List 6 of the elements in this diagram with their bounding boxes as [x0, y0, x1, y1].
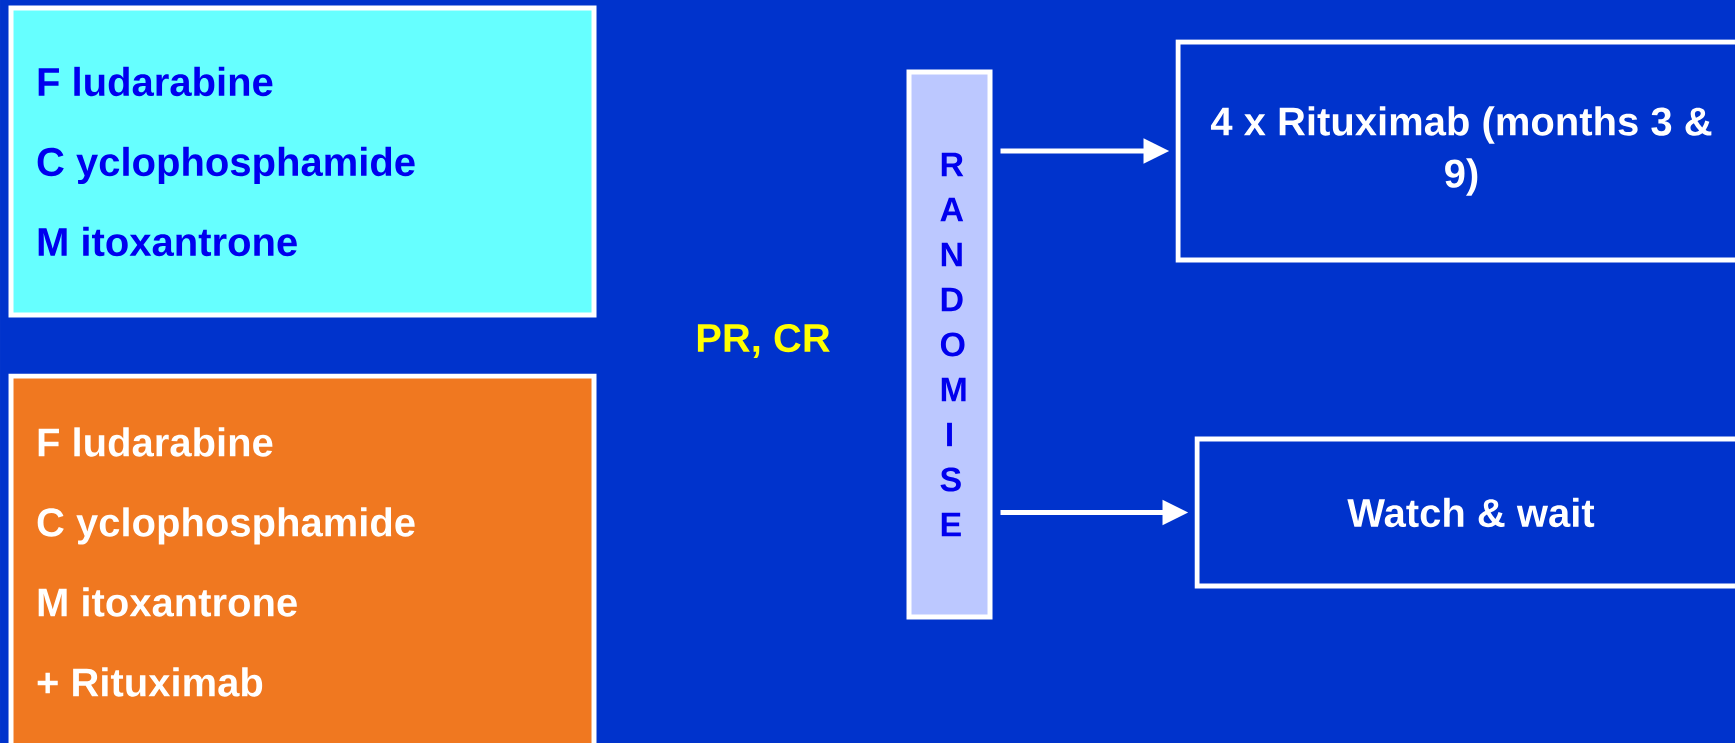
- randomise-bar: R A N D O M I S E: [906, 69, 993, 620]
- treatment-box: Watch & wait: [1194, 436, 1735, 589]
- response-label: PR, CR: [697, 323, 830, 359]
- treatment-box: 4 x Rituximab (months 3 & 9): [1175, 39, 1735, 263]
- drug-box: F ludarabine C yclophosphamide M itoxantrone: [8, 5, 597, 318]
- drug-box: F ludarabine C yclophosphamide M itoxantrone + Rituximab: [8, 373, 597, 743]
